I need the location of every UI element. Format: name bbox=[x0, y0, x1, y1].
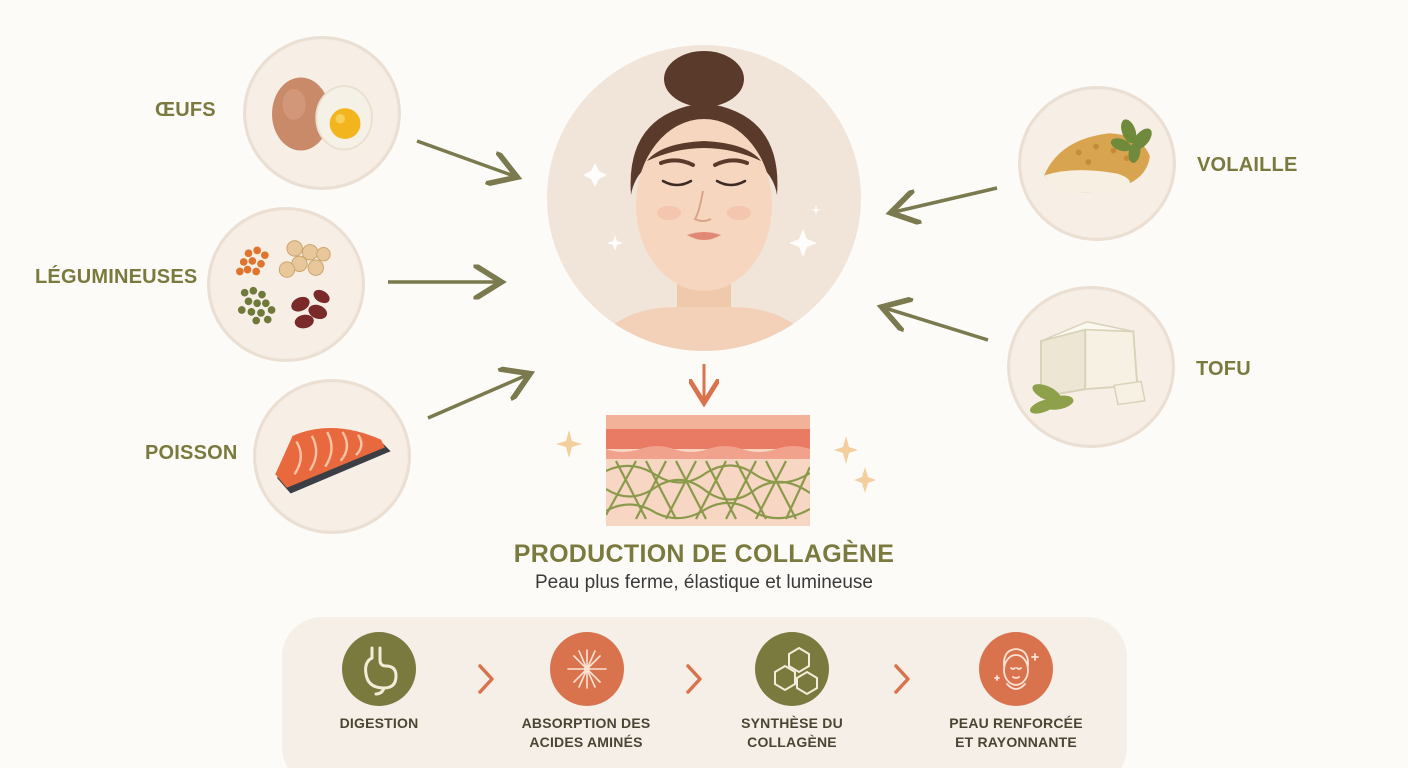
glowing-face-icon bbox=[994, 648, 1039, 690]
step-absorption-icon bbox=[550, 632, 624, 706]
step-skin-label: PEAU RENFORCÉE ET RAYONNANTE bbox=[949, 715, 1083, 750]
face-icon bbox=[583, 51, 821, 351]
label-poultry: VOLAILLE bbox=[1197, 154, 1298, 176]
step-synthesis-icon bbox=[755, 632, 829, 706]
skin-cross-section bbox=[605, 415, 811, 526]
result-subtitle: Peau plus ferme, élastique et lumineuse bbox=[535, 572, 873, 593]
legumes-icon bbox=[236, 240, 331, 329]
label-legumes: LÉGUMINEUSES bbox=[35, 266, 198, 288]
arrow-tofu bbox=[885, 308, 989, 342]
salmon-icon bbox=[275, 428, 391, 494]
chicken-icon bbox=[1044, 119, 1152, 193]
arrow-eggs bbox=[416, 139, 514, 176]
step-synthesis-label: SYNTHÈSE DU COLLAGÈNE bbox=[741, 715, 843, 750]
arrow-poultry bbox=[894, 186, 998, 212]
arrow-fish bbox=[427, 375, 527, 420]
stomach-icon bbox=[364, 646, 398, 696]
step-absorption-label: ABSORPTION DES ACIDES AMINÉS bbox=[521, 715, 651, 750]
sparkle-icon-small bbox=[854, 467, 876, 493]
poultry-circle bbox=[1018, 86, 1176, 241]
step-skin-icon bbox=[979, 632, 1053, 706]
label-tofu: TOFU bbox=[1196, 358, 1251, 380]
tofu-circle bbox=[1007, 286, 1175, 448]
absorption-icon bbox=[567, 649, 607, 689]
eggs-circle bbox=[243, 36, 401, 190]
result-title: PRODUCTION DE COLLAGÈNE bbox=[513, 540, 895, 568]
label-eggs: ŒUFS bbox=[155, 99, 216, 121]
step-digestion-label: DIGESTION bbox=[339, 715, 419, 731]
chevron-right-icon bbox=[686, 664, 702, 694]
skin-layer-icon bbox=[605, 415, 811, 526]
sparkle-icon-large bbox=[834, 436, 858, 464]
step-digestion-icon bbox=[342, 632, 416, 706]
molecule-icon bbox=[774, 646, 818, 696]
process-steps-panel: DIGESTION ABSORPTION DES ACIDES AMINÉS bbox=[282, 617, 1127, 768]
sparkle-icon bbox=[556, 430, 582, 458]
tofu-icon bbox=[1030, 320, 1146, 414]
legumes-circle bbox=[207, 207, 365, 362]
face-circle bbox=[547, 45, 861, 351]
chevron-right-icon bbox=[894, 664, 910, 694]
egg-icon bbox=[272, 77, 373, 151]
chevron-right-icon bbox=[478, 664, 494, 694]
label-fish: POISSON bbox=[145, 442, 238, 464]
fish-circle bbox=[253, 379, 411, 534]
